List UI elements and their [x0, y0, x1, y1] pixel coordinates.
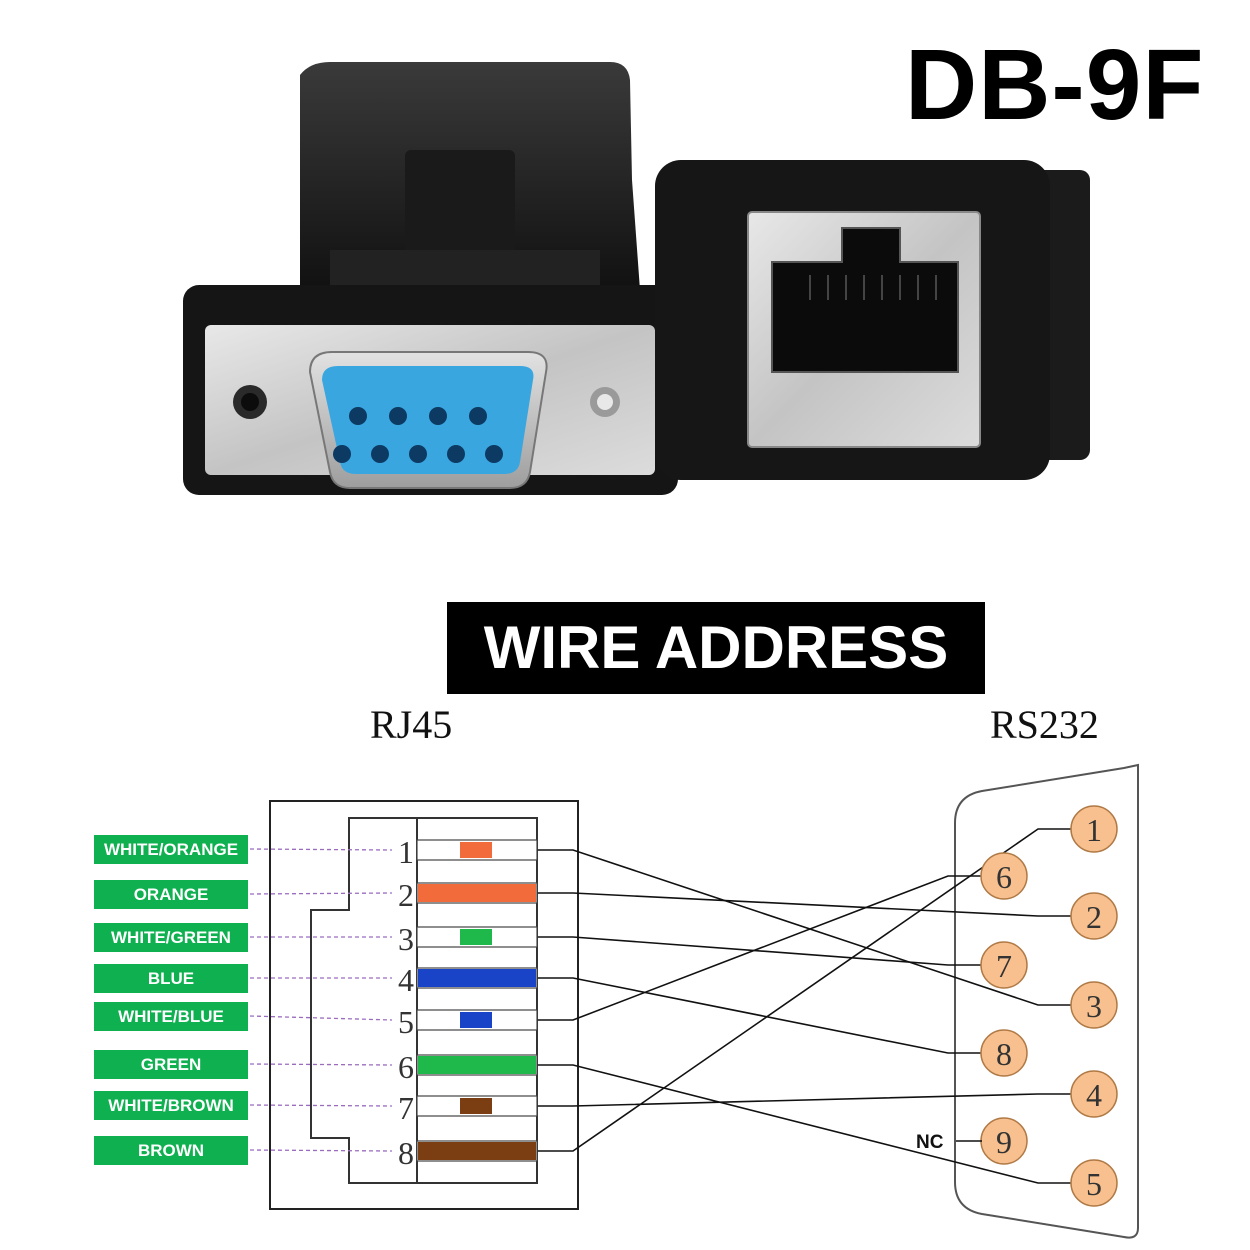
rj45-pin-number-2: 2 — [398, 877, 414, 913]
rj45-pin-number-5: 5 — [398, 1004, 414, 1040]
rs232-pin-number-1: 1 — [1086, 812, 1102, 848]
wire-leader-8 — [249, 1149, 393, 1152]
wire-leader-2 — [249, 892, 393, 895]
rs232-pin-number-9: 9 — [996, 1124, 1012, 1160]
rs232-label: RS232 — [990, 702, 1099, 747]
wire-label-7: WHITE/BROWN — [94, 1091, 248, 1120]
wire-label-5: WHITE/BLUE — [94, 1002, 248, 1031]
rj45-pin-number-6: 6 — [398, 1049, 414, 1085]
wire-rj45-1-to-rs232-3 — [537, 849, 1072, 1006]
wire-address-banner: WIRE ADDRESS — [447, 602, 985, 694]
db9-contacts — [333, 407, 503, 463]
rj45-pin-stripe-3 — [460, 929, 492, 945]
wire-label-4: BLUE — [94, 964, 248, 993]
rj45-pin-number-1: 1 — [398, 834, 414, 870]
rs232-pin-7 — [980, 941, 1028, 989]
rs232-pin-2 — [1070, 892, 1118, 940]
rj45-pin-stripe-7 — [460, 1098, 492, 1114]
rj45-pin-number-3: 3 — [398, 921, 414, 957]
rs232-pin-number-3: 3 — [1086, 988, 1102, 1024]
rs232-pin-number-6: 6 — [996, 859, 1012, 895]
wire-leader-1 — [249, 848, 393, 851]
rs232-pin-8 — [980, 1029, 1028, 1077]
wire-rj45-2-to-rs232-2 — [537, 892, 1072, 917]
wire-label-6: GREEN — [94, 1050, 248, 1079]
rs232-pin-number-2: 2 — [1086, 899, 1102, 935]
rs232-pins: 1 2 3 4 5 6 7 8 9 — [980, 805, 1118, 1207]
rj45-pin-number-7: 7 — [398, 1090, 414, 1126]
rj45-pin-number-8: 8 — [398, 1135, 414, 1171]
rj45-pin-number-4: 4 — [398, 962, 414, 998]
wire-rj45-4-to-rs232-8 — [537, 977, 982, 1054]
rj45-jack-contacts — [809, 275, 937, 300]
wire-label-1: WHITE/ORANGE — [94, 835, 248, 864]
rj45-pins: 1 2 3 4 5 6 7 8 — [398, 834, 538, 1171]
rs232-pin-1 — [1070, 805, 1118, 853]
adapter-photo — [183, 62, 1090, 495]
rs232-outline — [954, 763, 1139, 1239]
wire-label-3: WHITE/GREEN — [94, 923, 248, 952]
wire-label-2: ORANGE — [94, 880, 248, 909]
rs232-pin-4 — [1070, 1070, 1118, 1118]
rj45-pin-fill-6 — [418, 1056, 536, 1074]
rs232-pin-number-8: 8 — [996, 1036, 1012, 1072]
rj45-pin-fill-2 — [418, 884, 536, 902]
rj45-outline — [269, 800, 579, 1210]
leader-lines — [249, 848, 393, 1152]
rs232-pin-6 — [980, 852, 1028, 900]
rs232-pin-number-7: 7 — [996, 948, 1012, 984]
rs232-pin-number-4: 4 — [1086, 1077, 1102, 1113]
rs232-pin-number-5: 5 — [1086, 1166, 1102, 1202]
wire-rj45-3-to-rs232-7 — [537, 936, 982, 966]
rj45-pin-stripe-1 — [460, 842, 492, 858]
wire-leader-6 — [249, 1063, 393, 1066]
rs232-pin-3 — [1070, 981, 1118, 1029]
rj45-pin-fill-8 — [418, 1142, 536, 1160]
wire-rj45-5-to-rs232-6 — [537, 875, 982, 1021]
rj45-pin-stripe-5 — [460, 1012, 492, 1028]
rj45-jack-profile — [310, 817, 538, 1184]
nc-label: NC — [916, 1132, 944, 1153]
rj45-label: RJ45 — [370, 702, 453, 747]
wire-label-8: BROWN — [94, 1136, 248, 1165]
wire-rj45-6-to-rs232-5 — [537, 1064, 1072, 1184]
rj45-pin-fill-4 — [418, 969, 536, 987]
wire-leader-5 — [249, 1015, 393, 1021]
wire-rj45-7-to-rs232-4 — [537, 1093, 1072, 1107]
rs232-pin-5 — [1070, 1159, 1118, 1207]
product-title: DB-9F — [905, 29, 1205, 141]
wire-rj45-8-to-rs232-1 — [537, 828, 1072, 1152]
wire-leader-7 — [249, 1104, 393, 1107]
wiring-lines — [537, 828, 1072, 1184]
